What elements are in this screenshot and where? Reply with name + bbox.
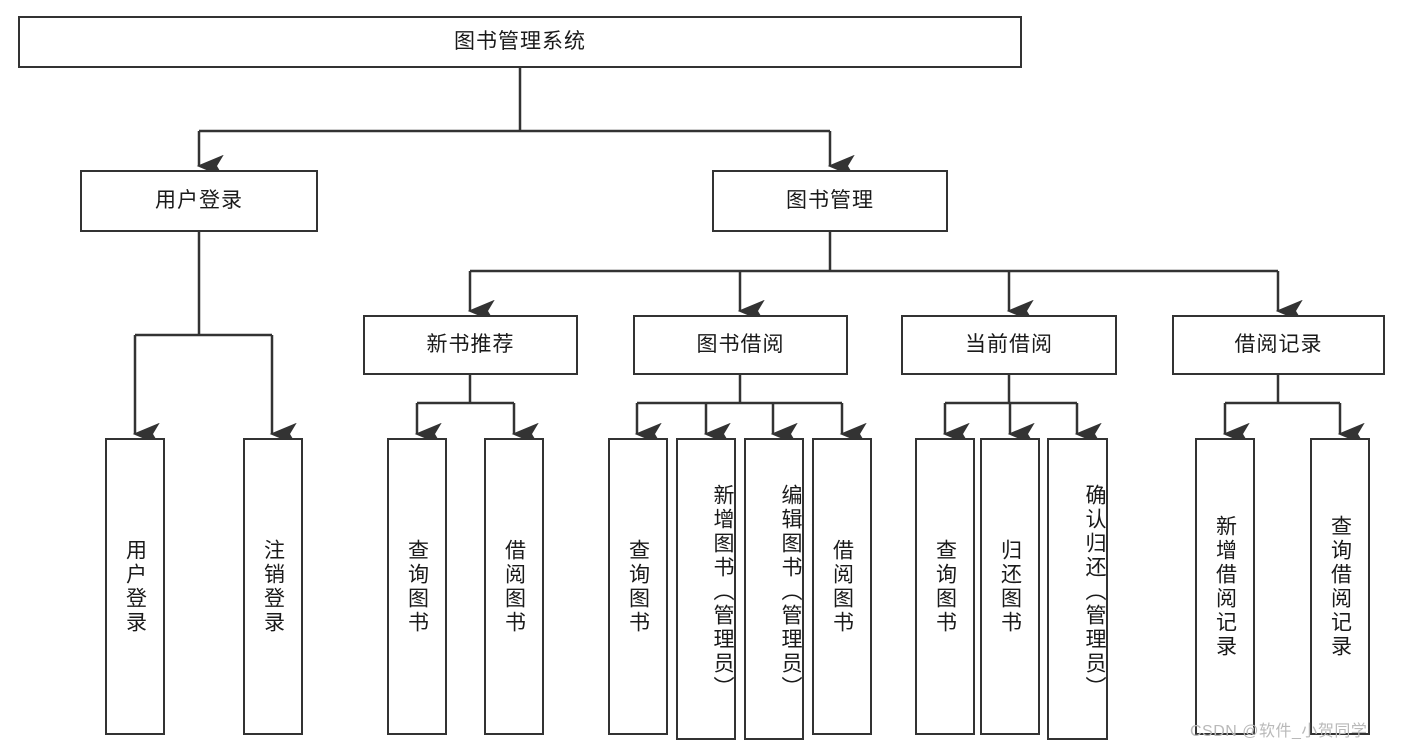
leaf-search-borrow-record[interactable]: 查询借阅记录 xyxy=(1310,438,1370,735)
node-label: 借阅图书 xyxy=(502,538,526,635)
node-label: 归还图书 xyxy=(998,538,1022,635)
node-label: 查询图书 xyxy=(933,538,957,635)
leaf-search-book[interactable]: 查询图书 xyxy=(608,438,668,735)
node-label: 新增图书（管理员） xyxy=(711,484,734,700)
leaf-borrow-book-recommend[interactable]: 借阅图书 xyxy=(484,438,544,735)
node-label: 查询借阅记录 xyxy=(1328,514,1352,659)
leaf-return-book[interactable]: 归还图书 xyxy=(980,438,1040,735)
node-label: 查询图书 xyxy=(626,538,650,635)
leaf-add-book-admin[interactable]: 新增图书（管理员） xyxy=(676,438,736,740)
node-label: 图书管理 xyxy=(786,189,874,213)
node-label: 借阅记录 xyxy=(1234,333,1323,357)
node-new-book-recommend[interactable]: 新书推荐 xyxy=(363,315,578,375)
node-root-system[interactable]: 图书管理系统 xyxy=(18,16,1022,68)
node-label: 新增借阅记录 xyxy=(1213,514,1237,659)
node-user-login[interactable]: 用户登录 xyxy=(80,170,318,232)
node-label: 编辑图书（管理员） xyxy=(779,484,802,700)
leaf-edit-book-admin[interactable]: 编辑图书（管理员） xyxy=(744,438,804,740)
node-label: 用户登录 xyxy=(123,538,147,635)
csdn-watermark: CSDN @软件_小贺同学 xyxy=(1190,723,1368,740)
node-label: 用户登录 xyxy=(155,189,243,213)
node-book-borrow[interactable]: 图书借阅 xyxy=(633,315,848,375)
leaf-search-book-current[interactable]: 查询图书 xyxy=(915,438,975,735)
leaf-user-login[interactable]: 用户登录 xyxy=(105,438,165,735)
leaf-borrow-book[interactable]: 借阅图书 xyxy=(812,438,872,735)
node-label: 查询图书 xyxy=(405,538,429,635)
node-label: 新书推荐 xyxy=(426,333,515,357)
node-label: 图书管理系统 xyxy=(454,30,586,54)
node-borrow-record[interactable]: 借阅记录 xyxy=(1172,315,1385,375)
leaf-logout[interactable]: 注销登录 xyxy=(243,438,303,735)
leaf-confirm-return-admin[interactable]: 确认归还（管理员） xyxy=(1047,438,1108,740)
node-book-management[interactable]: 图书管理 xyxy=(712,170,948,232)
leaf-search-book-recommend[interactable]: 查询图书 xyxy=(387,438,447,735)
node-label: 借阅图书 xyxy=(830,538,854,635)
node-label: 图书借阅 xyxy=(696,333,785,357)
node-label: 注销登录 xyxy=(261,538,285,635)
node-current-borrow[interactable]: 当前借阅 xyxy=(901,315,1117,375)
leaf-add-borrow-record[interactable]: 新增借阅记录 xyxy=(1195,438,1255,735)
node-label: 当前借阅 xyxy=(965,333,1053,357)
node-label: 确认归还（管理员） xyxy=(1083,484,1106,700)
